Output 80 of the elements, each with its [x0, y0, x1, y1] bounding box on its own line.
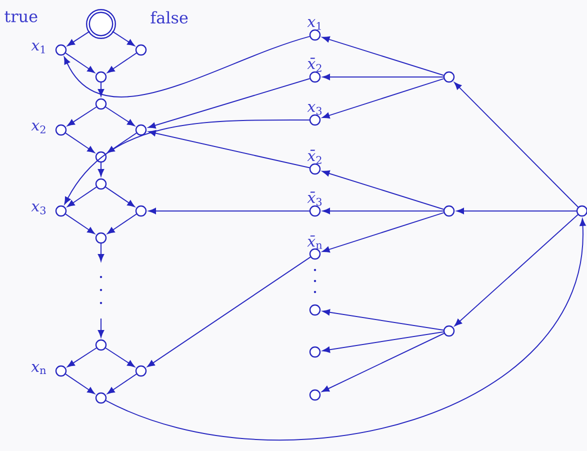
- vertex-circle: [55, 365, 67, 377]
- arrow: [112, 30, 135, 46]
- arrow: [64, 119, 310, 204]
- variable-label: x$_{1}$: [31, 42, 45, 54]
- arrow: [98, 82, 104, 96]
- arrow: [322, 212, 444, 253]
- arrow: [454, 214, 578, 326]
- arrow: [322, 332, 445, 392]
- arrow: [322, 208, 444, 214]
- vertex-circle: [309, 304, 321, 316]
- arrow: [322, 170, 444, 210]
- arrow: [148, 130, 310, 168]
- vertex-circle: [443, 325, 455, 337]
- vertex-circle: [309, 205, 321, 217]
- arrow: [65, 214, 95, 234]
- arrow: [105, 106, 135, 126]
- arrow: [67, 348, 97, 368]
- variable-label: x$_{2}$: [31, 122, 46, 134]
- vertex-circle: [443, 71, 455, 83]
- vertex-circle: [309, 346, 321, 358]
- vertex-circle: [95, 151, 107, 163]
- literal-label: x$_{1}$: [307, 19, 321, 30]
- arrow: [148, 208, 310, 214]
- arrow: [67, 186, 97, 208]
- branch-label: true: [4, 11, 38, 22]
- vertex-circle: [135, 44, 147, 56]
- vertex-circle: [309, 114, 321, 126]
- vertex-circle: [95, 232, 107, 244]
- arrow: [105, 348, 135, 368]
- arrow: [64, 36, 310, 98]
- arrow: [148, 78, 310, 129]
- vertex-circle: [95, 392, 107, 404]
- literal-label: x̄$_{2}$: [307, 58, 322, 72]
- arrow: [322, 74, 444, 80]
- branch-label: false: [150, 11, 188, 24]
- vertex-circle: [576, 205, 587, 217]
- arrow: [322, 36, 444, 76]
- arrow: [107, 132, 137, 154]
- vertex-circle: [443, 205, 455, 217]
- vertex-circle: [309, 389, 321, 401]
- arrow: [105, 186, 135, 208]
- literal-label: x̄$_{3}$: [307, 192, 322, 206]
- vertex-circle: [309, 71, 321, 83]
- vertex-circle: [135, 365, 147, 377]
- arrow: [67, 30, 90, 46]
- arrow: [147, 256, 311, 368]
- variable-label: x$_{3}$: [31, 204, 46, 214]
- literal-label: x̄$_{2}$: [307, 150, 322, 164]
- arrow: [107, 52, 137, 74]
- vertex-circle: [95, 339, 107, 351]
- vertex-circle: [95, 71, 107, 83]
- vertex-circle: [95, 178, 107, 190]
- arrow: [65, 374, 95, 394]
- variable-label: x$_{n}$: [31, 364, 46, 374]
- arrow: [456, 208, 577, 214]
- arrow: [107, 214, 137, 234]
- vertex-circle: [309, 163, 321, 175]
- vertex-circle: [95, 98, 107, 110]
- arrow: [454, 82, 579, 208]
- arrow: [322, 78, 444, 119]
- literal-label: x$_{3}$: [307, 104, 322, 115]
- vertex-circle: [309, 248, 321, 260]
- vertex-circle: [55, 44, 67, 56]
- start-circle: [86, 9, 116, 39]
- arrow: [98, 243, 104, 262]
- arrow: [107, 374, 137, 394]
- vertex-circle: [55, 124, 67, 136]
- vertex-circle: [309, 29, 321, 41]
- arrow: [98, 162, 104, 176]
- vertex-circle: [135, 205, 147, 217]
- arrow: [65, 132, 95, 154]
- arrow: [98, 318, 104, 338]
- arrow: [105, 218, 586, 440]
- literal-label: x̄$_{n}$: [307, 235, 322, 249]
- arrow: [67, 106, 97, 126]
- vertex-circle: [55, 205, 67, 217]
- arrow: [322, 331, 444, 353]
- arrow: [322, 309, 444, 331]
- vertex-circle: [135, 124, 147, 136]
- arrow: [65, 52, 95, 74]
